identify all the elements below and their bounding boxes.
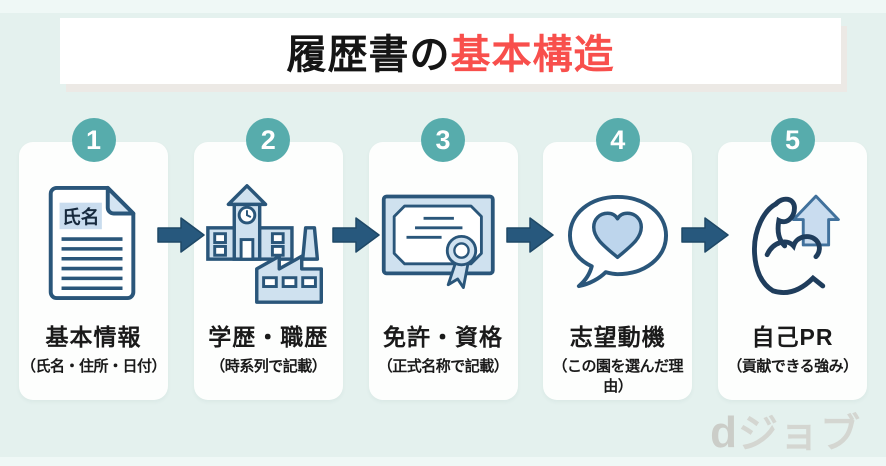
step-title: 学歴・職歴 — [208, 324, 329, 350]
step-number-badge: 2 — [246, 118, 291, 162]
flow-arrow-icon — [681, 217, 729, 253]
flow-arrow-icon — [332, 217, 380, 253]
title-banner: 履歴書の基本構造 — [60, 18, 841, 84]
page-title-prefix: 履歴書の — [286, 33, 451, 77]
step-subtitle: （正式名称で記載） — [377, 358, 509, 375]
page-title: 履歴書の基本構造 — [287, 22, 615, 80]
d-job-logo-text: ジョブ — [738, 412, 861, 456]
step-subtitle: （貢献できる強み） — [727, 358, 858, 375]
muscle-arm-up-arrow-icon — [732, 170, 854, 316]
step-subtitle: （氏名・住所・日付） — [20, 358, 167, 375]
step-number-badge: 5 — [770, 118, 815, 162]
flow-arrow-icon — [157, 217, 205, 253]
flow-arrow-icon — [506, 217, 554, 253]
step-subtitle: （この園を選んだ理由） — [552, 358, 683, 395]
bottom-edge-strip — [0, 457, 886, 466]
steps-row: 1 氏名 基本情報 （氏名 — [0, 118, 886, 400]
d-job-logo: dジョブ — [710, 411, 861, 455]
step-title: 志望動機 — [569, 324, 666, 350]
d-job-logo-d: d — [710, 408, 738, 457]
step-number-badge: 1 — [71, 118, 116, 162]
step-subtitle: （時系列で記載） — [210, 358, 327, 375]
step-title: 免許・資格 — [383, 324, 503, 350]
step-card-motivation: 4 志望動機 （この園を選んだ理由） — [543, 118, 693, 400]
top-edge-strip — [0, 0, 886, 13]
document-icon: 氏名 — [46, 170, 141, 316]
speech-bubble-heart-icon — [561, 170, 675, 316]
step-title: 自己PR — [751, 324, 834, 350]
page-title-highlight: 基本構造 — [450, 33, 615, 77]
school-factory-icon — [202, 170, 334, 316]
document-name-label: 氏名 — [62, 206, 99, 227]
step-card-basic-info: 1 氏名 基本情報 （氏名 — [19, 118, 168, 400]
step-card-self-pr: 5 自己PR （貢献できる強み） — [718, 118, 867, 400]
step-title: 基本情報 — [45, 324, 142, 350]
step-number-badge: 3 — [421, 118, 465, 162]
certificate-icon — [379, 170, 507, 316]
step-number-badge: 4 — [595, 118, 640, 162]
step-card-licenses: 3 免許・資格 （正式名称で記載） — [368, 118, 518, 400]
step-card-education-work: 2 — [193, 118, 343, 400]
